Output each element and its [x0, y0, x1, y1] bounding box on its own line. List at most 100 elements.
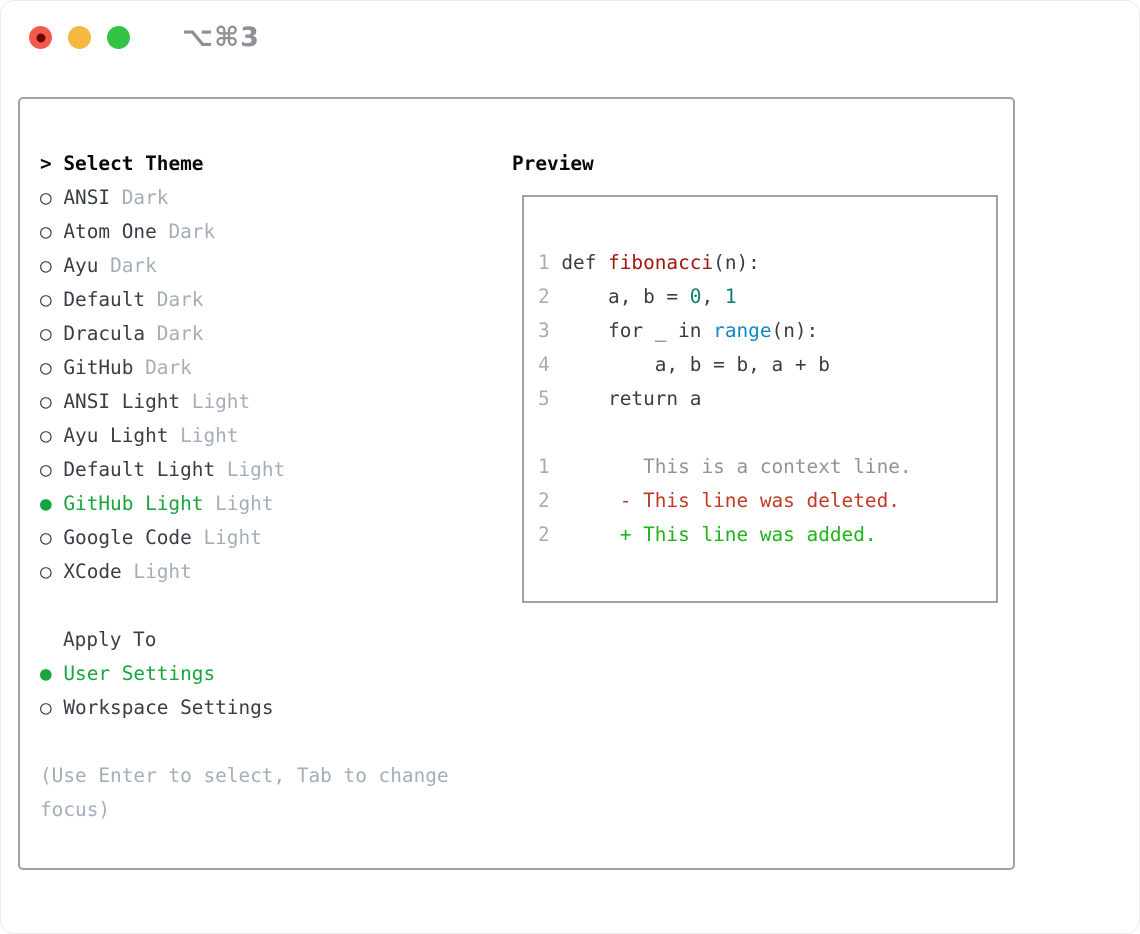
keyboard-hint: (Use Enter to select, Tab to change focu… [40, 764, 449, 821]
line-number: 2 [538, 489, 550, 512]
theme-option-github-light-light[interactable]: ● GitHub Light Light [40, 487, 502, 521]
token-plain: (n): [713, 251, 760, 274]
theme-option-label: Dracula [51, 322, 146, 345]
theme-variant-label: Dark [98, 254, 157, 277]
theme-option-label: Ayu [51, 254, 99, 277]
theme-option-atom-one-dark[interactable]: ○ Atom One Dark [40, 215, 502, 249]
token-plain: , [701, 285, 725, 308]
token-plain: return a [549, 387, 702, 410]
theme-variant-label: Light [121, 560, 192, 583]
theme-option-default-light-light[interactable]: ○ Default Light Light [40, 453, 502, 487]
token-number: 0 [689, 285, 702, 308]
apply-to-option-user-settings[interactable]: ● User Settings [40, 657, 502, 691]
radio-unselected-icon: ○ [40, 526, 52, 549]
theme-variant-label: Dark [156, 220, 216, 243]
traffic-light-minimize[interactable] [68, 26, 91, 49]
spacer [538, 416, 982, 450]
line-number: 2 [538, 285, 550, 308]
theme-variant-label: Light [191, 526, 262, 549]
theme-variant-label: Light [203, 492, 274, 515]
diff-line: 2 - This line was deleted. [538, 484, 982, 518]
traffic-light-zoom[interactable] [107, 26, 130, 49]
theme-variant-label: Light [168, 424, 239, 447]
theme-option-label: XCode [51, 560, 122, 583]
traffic-light-close[interactable] [29, 26, 52, 49]
theme-option-label: GitHub Light [51, 492, 204, 515]
token-plain: (n): [771, 319, 819, 342]
apply-to-option-label: User Settings [51, 662, 216, 685]
theme-variant-label: Light [180, 390, 251, 413]
theme-variant-label: Dark [145, 288, 204, 311]
preview-column: Preview 1 def fibonacci(n):2 a, b = 0, 1… [502, 147, 998, 868]
theme-option-label: ANSI [51, 186, 111, 209]
window-title: ⌥⌘3 [182, 22, 260, 53]
line-number: 5 [538, 387, 550, 410]
titlebar: ⌥⌘3 [0, 0, 1140, 75]
theme-variant-label: Light [215, 458, 286, 481]
theme-option-label: GitHub [51, 356, 134, 379]
theme-option-ansi-dark[interactable]: ○ ANSI Dark [40, 181, 502, 215]
radio-unselected-icon: ○ [40, 220, 52, 243]
radio-unselected-icon: ○ [40, 424, 52, 447]
theme-option-xcode-light[interactable]: ○ XCode Light [40, 555, 502, 589]
radio-selected-icon: ● [40, 662, 52, 685]
theme-option-ansi-light-light[interactable]: ○ ANSI Light Light [40, 385, 502, 419]
line-number: 4 [538, 353, 550, 376]
token-builtin: range [713, 319, 772, 342]
diff-line: 2 + This line was added. [538, 518, 982, 552]
token-number: 1 [724, 285, 737, 308]
theme-option-ayu-light-light[interactable]: ○ Ayu Light Light [40, 419, 502, 453]
traffic-light-dot-icon [36, 33, 45, 42]
theme-option-default-dark[interactable]: ○ Default Dark [40, 283, 502, 317]
code-line: 3 for _ in range(n): [538, 314, 982, 348]
theme-option-label: Ayu Light [51, 424, 169, 447]
radio-unselected-icon: ○ [40, 560, 52, 583]
theme-list: ○ ANSI Dark○ Atom One Dark○ Ayu Dark○ De… [40, 181, 502, 589]
cursor-prefix-icon: > [40, 152, 52, 175]
line-number: 2 [538, 523, 550, 546]
apply-to-header-label: Apply To [63, 628, 157, 651]
theme-option-label: Default [51, 288, 146, 311]
theme-option-label: Default Light [51, 458, 216, 481]
theme-option-label: Atom One [51, 220, 157, 243]
radio-unselected-icon: ○ [40, 288, 52, 311]
radio-selected-icon: ● [40, 492, 52, 515]
theme-option-dracula-dark[interactable]: ○ Dracula Dark [40, 317, 502, 351]
radio-unselected-icon: ○ [40, 458, 52, 481]
apply-to-header: Apply To [40, 623, 502, 657]
line-number: 1 [538, 251, 550, 274]
token-func: fibonacci [608, 251, 714, 274]
token-plain: def [549, 251, 609, 274]
radio-unselected-icon: ○ [40, 356, 52, 379]
token-plain: a, b = b, a + b [549, 353, 830, 376]
theme-option-google-code-light[interactable]: ○ Google Code Light [40, 521, 502, 555]
select-theme-header: > Select Theme [40, 147, 502, 181]
radio-unselected-icon: ○ [40, 186, 52, 209]
token-context: This is a context line. [549, 455, 912, 478]
theme-option-label: Google Code [51, 526, 192, 549]
code-line: 5 return a [538, 382, 982, 416]
code-line: 2 a, b = 0, 1 [538, 280, 982, 314]
theme-variant-label: Dark [133, 356, 192, 379]
diff-line: 1 This is a context line. [538, 450, 982, 484]
token-plain: a, b = [549, 285, 690, 308]
radio-unselected-icon: ○ [40, 322, 52, 345]
radio-unselected-icon: ○ [40, 390, 52, 413]
code-line: 4 a, b = b, a + b [538, 348, 982, 382]
theme-picker-column: > Select Theme ○ ANSI Dark○ Atom One Dar… [40, 147, 502, 868]
theme-option-github-dark[interactable]: ○ GitHub Dark [40, 351, 502, 385]
line-number: 1 [538, 455, 550, 478]
select-theme-header-label: Select Theme [63, 152, 204, 175]
apply-to-option-workspace-settings[interactable]: ○ Workspace Settings [40, 691, 502, 725]
traffic-lights [29, 26, 130, 49]
code-line: 1 def fibonacci(n): [538, 246, 982, 280]
token-added: + This line was added. [549, 523, 877, 546]
preview-title: Preview [512, 152, 594, 175]
theme-picker-panel: > Select Theme ○ ANSI Dark○ Atom One Dar… [18, 97, 1015, 870]
theme-option-ayu-dark[interactable]: ○ Ayu Dark [40, 249, 502, 283]
apply-to-option-label: Workspace Settings [51, 696, 274, 719]
line-number: 3 [538, 319, 550, 342]
